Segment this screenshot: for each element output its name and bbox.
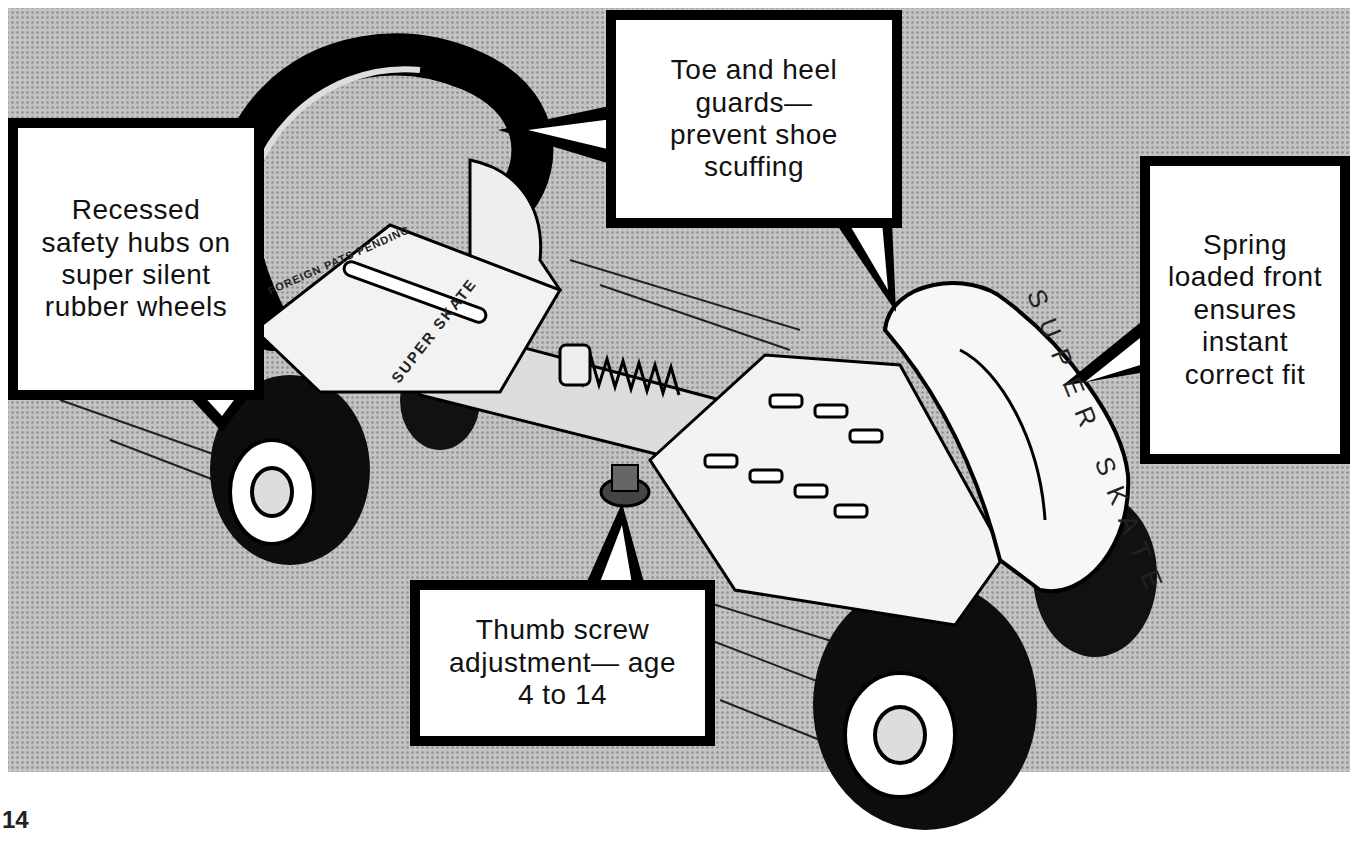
callout-box: Spring loaded front ensures instant corr… xyxy=(1140,156,1350,464)
hub-nut xyxy=(252,468,292,516)
callout-text: Toe and heel guards— prevent shoe scuffi… xyxy=(646,54,862,184)
callout-text: Spring loaded front ensures instant corr… xyxy=(1168,229,1322,391)
safety-hub xyxy=(230,440,314,544)
halftone-background xyxy=(8,8,1350,772)
callout-box: Thumb screw adjustment— age 4 to 14 xyxy=(410,580,715,746)
toe-guard-fold xyxy=(960,350,1045,520)
screw-shaft xyxy=(612,465,638,491)
callout-box: Toe and heel guards— prevent shoe scuffi… xyxy=(606,10,902,228)
callout-box: Recessed safety hubs on super silent rub… xyxy=(8,118,264,400)
page-number: 14 xyxy=(2,806,29,834)
slide-block xyxy=(560,345,590,385)
heel-plate xyxy=(255,225,560,392)
hub-nut xyxy=(875,707,925,763)
callout-text: Recessed safety hubs on super silent rub… xyxy=(32,194,240,324)
callout-text: Thumb screw adjustment— age 4 to 14 xyxy=(446,614,679,711)
toe-slots xyxy=(705,395,882,517)
strap-highlight xyxy=(247,69,420,250)
safety-hub xyxy=(845,673,955,797)
